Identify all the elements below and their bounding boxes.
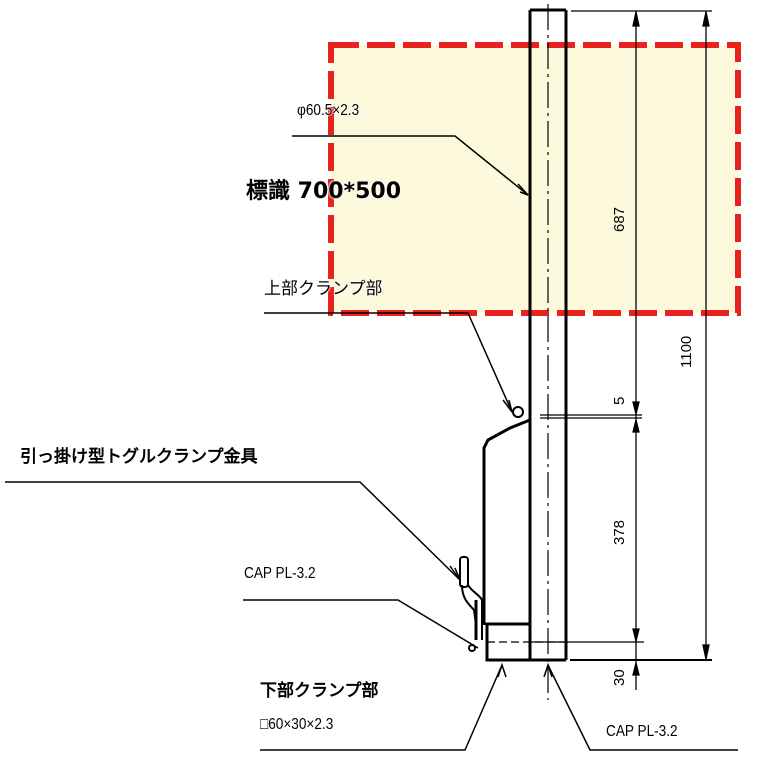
- cap-right-label: CAP PL-3.2: [606, 723, 678, 740]
- pipe: [528, 4, 568, 700]
- lower-clamp-spec: □60×30×2.3: [260, 716, 334, 733]
- arrowheads: [449, 183, 553, 678]
- dim-total-height: 1100: [678, 335, 695, 368]
- toggle-clamp: [459, 556, 483, 652]
- sign-label: 標識 700*500: [246, 179, 402, 204]
- clamp-bracket: [482, 406, 566, 662]
- upper-clamp-label: 上部クランプ部: [264, 279, 383, 299]
- dim-sign-height: 687: [611, 206, 628, 232]
- toggle-clamp-label: 引っ掛け型トグルクランプ金具: [20, 447, 258, 467]
- sign-border: [328, 42, 741, 316]
- lower-clamp-label: 下部クランプ部: [260, 681, 379, 701]
- sign-area: [331, 45, 738, 313]
- dim-gap-upper: 5: [611, 396, 628, 405]
- pipe-label: φ60.5×2.3: [297, 102, 360, 119]
- leader-lines: [5, 135, 738, 751]
- dim-clamp-span: 378: [611, 519, 628, 545]
- cap-left-label: CAP PL-3.2: [244, 565, 316, 582]
- dim-base-offset: 30: [611, 669, 628, 686]
